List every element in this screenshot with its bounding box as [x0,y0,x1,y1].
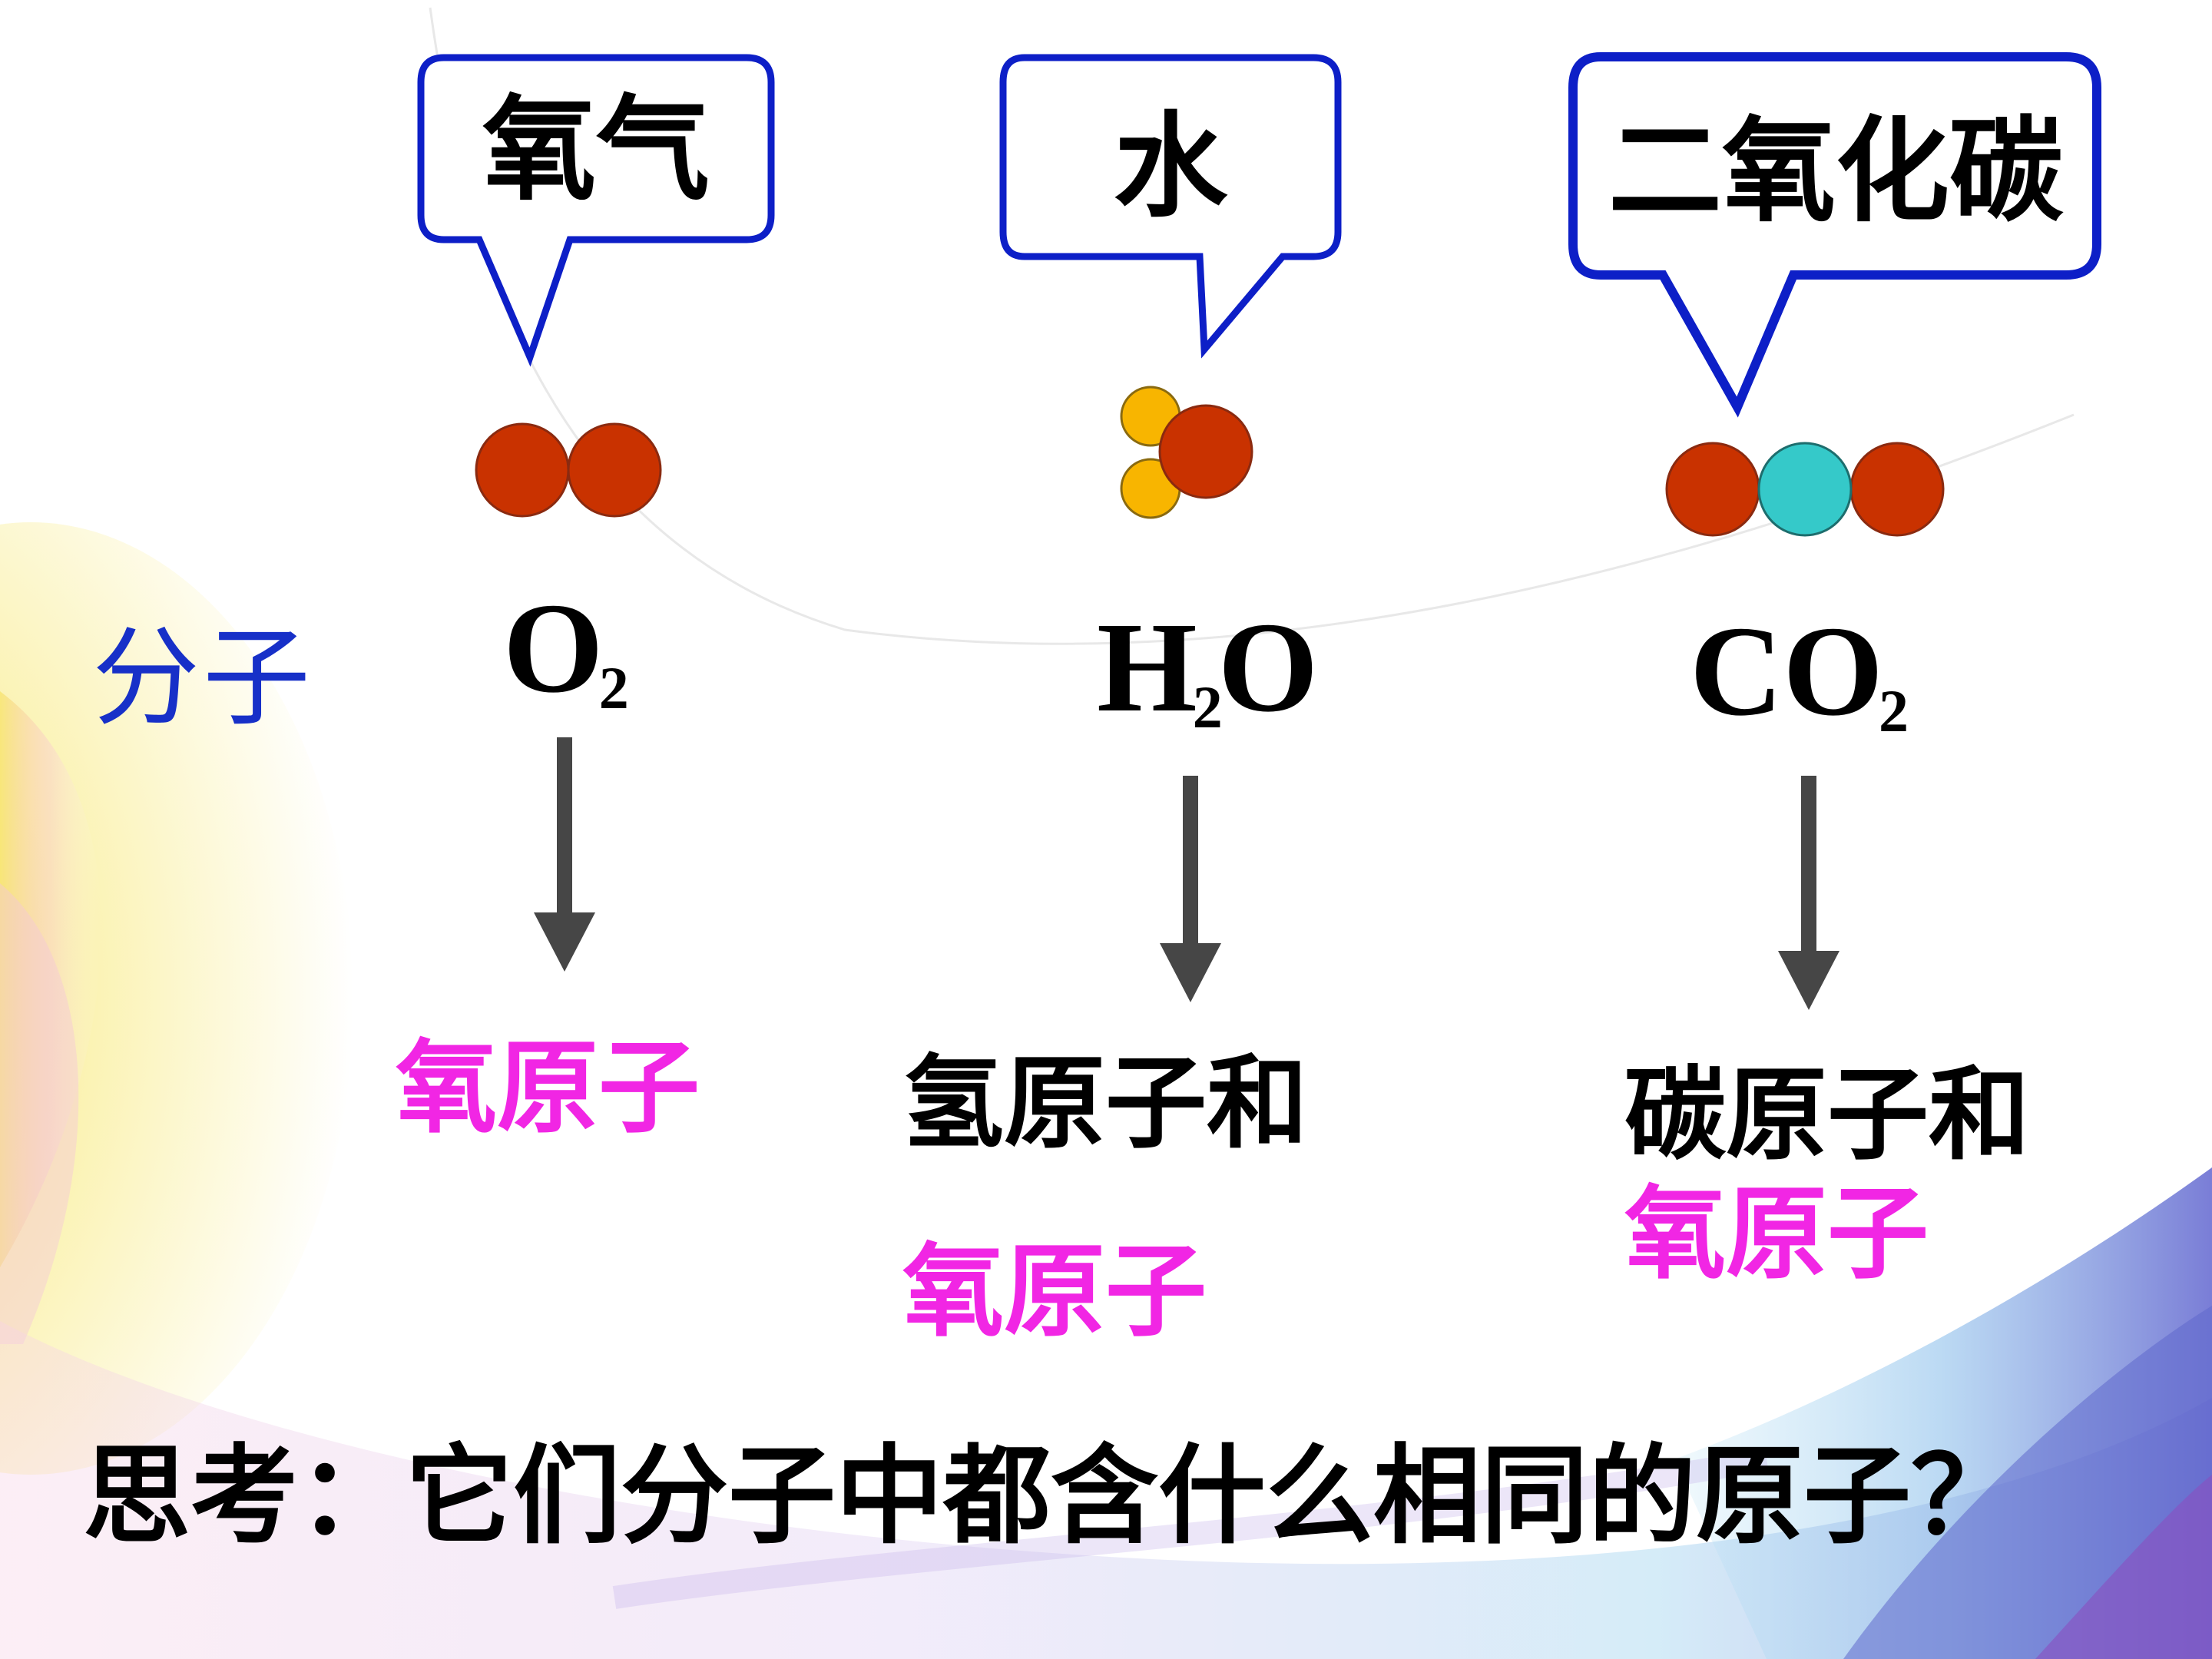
oxygen-bubble-label: 氧气 [482,84,710,216]
formula-subscript: 2 [1192,673,1223,740]
h2o-atom-label-line2: 氧原子 [902,1233,1207,1351]
h2o-atom-label-line1: 氢原子和 [902,1045,1308,1163]
h2o-down-arrow [1160,776,1221,1002]
co2-molecule [1665,442,1945,537]
co2-bubble-label: 二氧化碳 [1608,105,2063,237]
oxygen-atom [567,422,662,518]
oxygen-atom [1849,442,1945,537]
co2-atom-label-line2: 氧原子 [1624,1175,1929,1293]
formula-main: O [1217,596,1319,739]
formula-main: H [1097,596,1197,739]
co2-atom-label-line1: 碳原子和 [1624,1056,2030,1174]
formula-main: O [503,577,604,720]
water-bubble: 水 [998,54,1343,359]
question-text: 思考：它们分子中都含什么相同的原子？ [83,1434,2019,1559]
co2-down-arrow [1778,776,1839,1010]
o2-atom-label: 氧原子 [396,1029,700,1147]
co2-formula: CO2 [1690,607,1909,740]
molecule-row-label: 分子 [92,616,314,741]
o2-down-arrow [534,737,595,972]
formula-subscript: 2 [598,654,629,721]
o2-molecule [475,422,662,518]
o2-formula: O2 [503,584,629,717]
carbon-atom [1757,442,1853,537]
formula-main: CO [1690,600,1883,743]
oxygen-atom [1158,404,1253,499]
h2o-molecule [1120,386,1253,519]
h2o-formula: H2O [1097,603,1318,737]
oxygen-atom [475,422,570,518]
formula-subscript: 2 [1879,677,1909,744]
oxygen-atom [1665,442,1760,537]
oxygen-bubble: 氧气 [416,54,776,367]
co2-bubble: 二氧化碳 [1567,52,2104,418]
water-bubble-label: 水 [1114,101,1227,233]
